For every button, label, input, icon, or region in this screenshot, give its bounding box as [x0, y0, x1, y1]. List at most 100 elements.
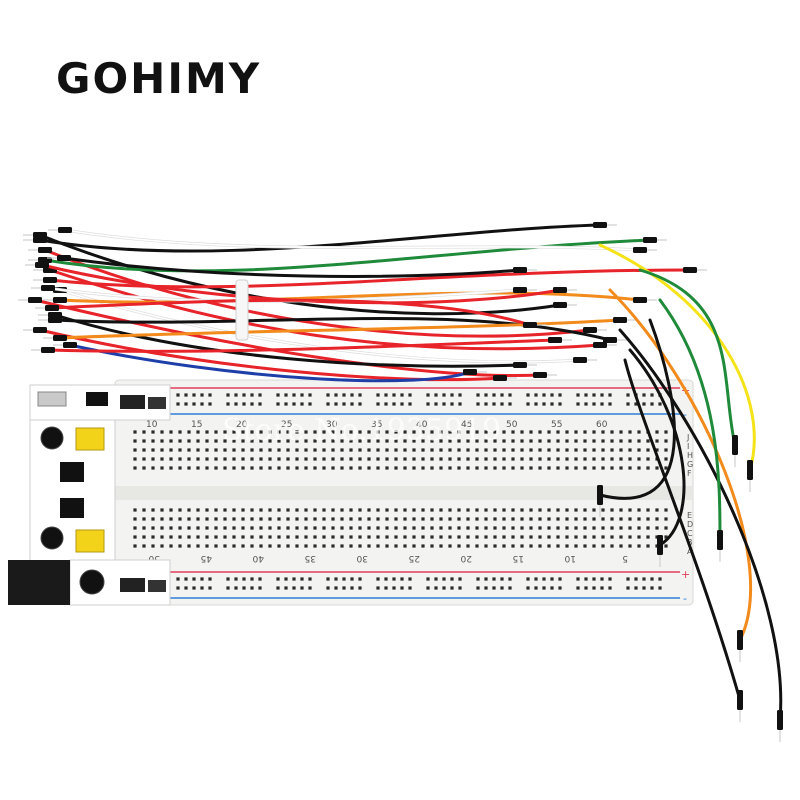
rail-hole — [342, 586, 346, 590]
hole — [268, 457, 272, 461]
hole — [223, 508, 227, 512]
column-number: 45 — [461, 420, 472, 430]
hole — [196, 526, 200, 530]
hole — [196, 439, 200, 443]
hole — [232, 448, 236, 452]
hole — [322, 535, 326, 539]
hole — [385, 526, 389, 530]
hole — [610, 508, 614, 512]
hole — [529, 544, 533, 548]
rail-hole — [558, 402, 562, 406]
rail-hole — [384, 393, 388, 397]
hole — [583, 526, 587, 530]
hole — [178, 448, 182, 452]
hole — [358, 535, 362, 539]
hole — [250, 439, 254, 443]
wire-connector — [48, 312, 62, 318]
breadboard-center-channel — [115, 486, 693, 500]
rail-hole — [392, 586, 396, 590]
column-number: 50 — [148, 553, 160, 563]
wire-connector — [53, 335, 67, 341]
hole — [637, 439, 641, 443]
hole — [457, 466, 461, 470]
hole — [421, 544, 425, 548]
hole — [565, 535, 569, 539]
wire-connector — [33, 237, 47, 243]
jumper-wire — [53, 317, 612, 342]
column-number: 10 — [564, 553, 576, 563]
hole — [169, 517, 173, 521]
switch-bottom — [120, 578, 145, 592]
hole — [475, 544, 479, 548]
hole — [493, 466, 497, 470]
hole — [421, 508, 425, 512]
hole — [583, 448, 587, 452]
rail-hole — [334, 393, 338, 397]
hole — [574, 457, 578, 461]
hole — [448, 526, 452, 530]
rail-hole — [300, 586, 304, 590]
hole — [250, 535, 254, 539]
hole — [142, 508, 146, 512]
hole — [394, 535, 398, 539]
hole — [232, 544, 236, 548]
wire-connector — [737, 690, 743, 710]
hole — [385, 448, 389, 452]
rail-hole — [558, 577, 562, 581]
hole — [556, 439, 560, 443]
hole — [178, 457, 182, 461]
rail-hole — [392, 577, 396, 581]
hole — [250, 526, 254, 530]
rail-hole — [284, 586, 288, 590]
rail-hole — [334, 586, 338, 590]
wire-connector — [633, 297, 647, 303]
hole — [376, 430, 380, 434]
hole — [619, 535, 623, 539]
hole — [664, 439, 668, 443]
rail-hole — [250, 577, 254, 581]
hole — [403, 526, 407, 530]
rail-hole — [292, 577, 296, 581]
hole — [304, 544, 308, 548]
hole — [259, 466, 263, 470]
rail-hole — [350, 402, 354, 406]
hole — [187, 526, 191, 530]
rail-hole — [276, 586, 280, 590]
rail-hole — [276, 402, 280, 406]
hole — [664, 430, 668, 434]
hole — [664, 448, 668, 452]
hole — [385, 508, 389, 512]
hole — [367, 439, 371, 443]
hole — [349, 439, 353, 443]
rail-hole — [250, 402, 254, 406]
hole — [637, 544, 641, 548]
hole — [286, 430, 290, 434]
hole — [610, 466, 614, 470]
hole — [583, 544, 587, 548]
rail-hole — [400, 586, 404, 590]
hole — [196, 448, 200, 452]
hole — [205, 535, 209, 539]
rail-hole — [534, 577, 538, 581]
hole — [637, 517, 641, 521]
hole — [547, 526, 551, 530]
rail-hole — [192, 393, 196, 397]
hole — [241, 457, 245, 461]
hole — [655, 430, 659, 434]
rail-hole — [408, 402, 412, 406]
hole — [547, 457, 551, 461]
hole — [286, 448, 290, 452]
rail-hole — [558, 393, 562, 397]
hole — [385, 457, 389, 461]
rail-hole — [300, 393, 304, 397]
hole — [133, 517, 137, 521]
ic-chip-1 — [60, 462, 84, 482]
hole — [475, 535, 479, 539]
hole — [529, 508, 533, 512]
hole — [376, 517, 380, 521]
rail-hole — [484, 393, 488, 397]
hole — [601, 544, 605, 548]
hole — [322, 526, 326, 530]
hole — [151, 430, 155, 434]
hole — [295, 526, 299, 530]
